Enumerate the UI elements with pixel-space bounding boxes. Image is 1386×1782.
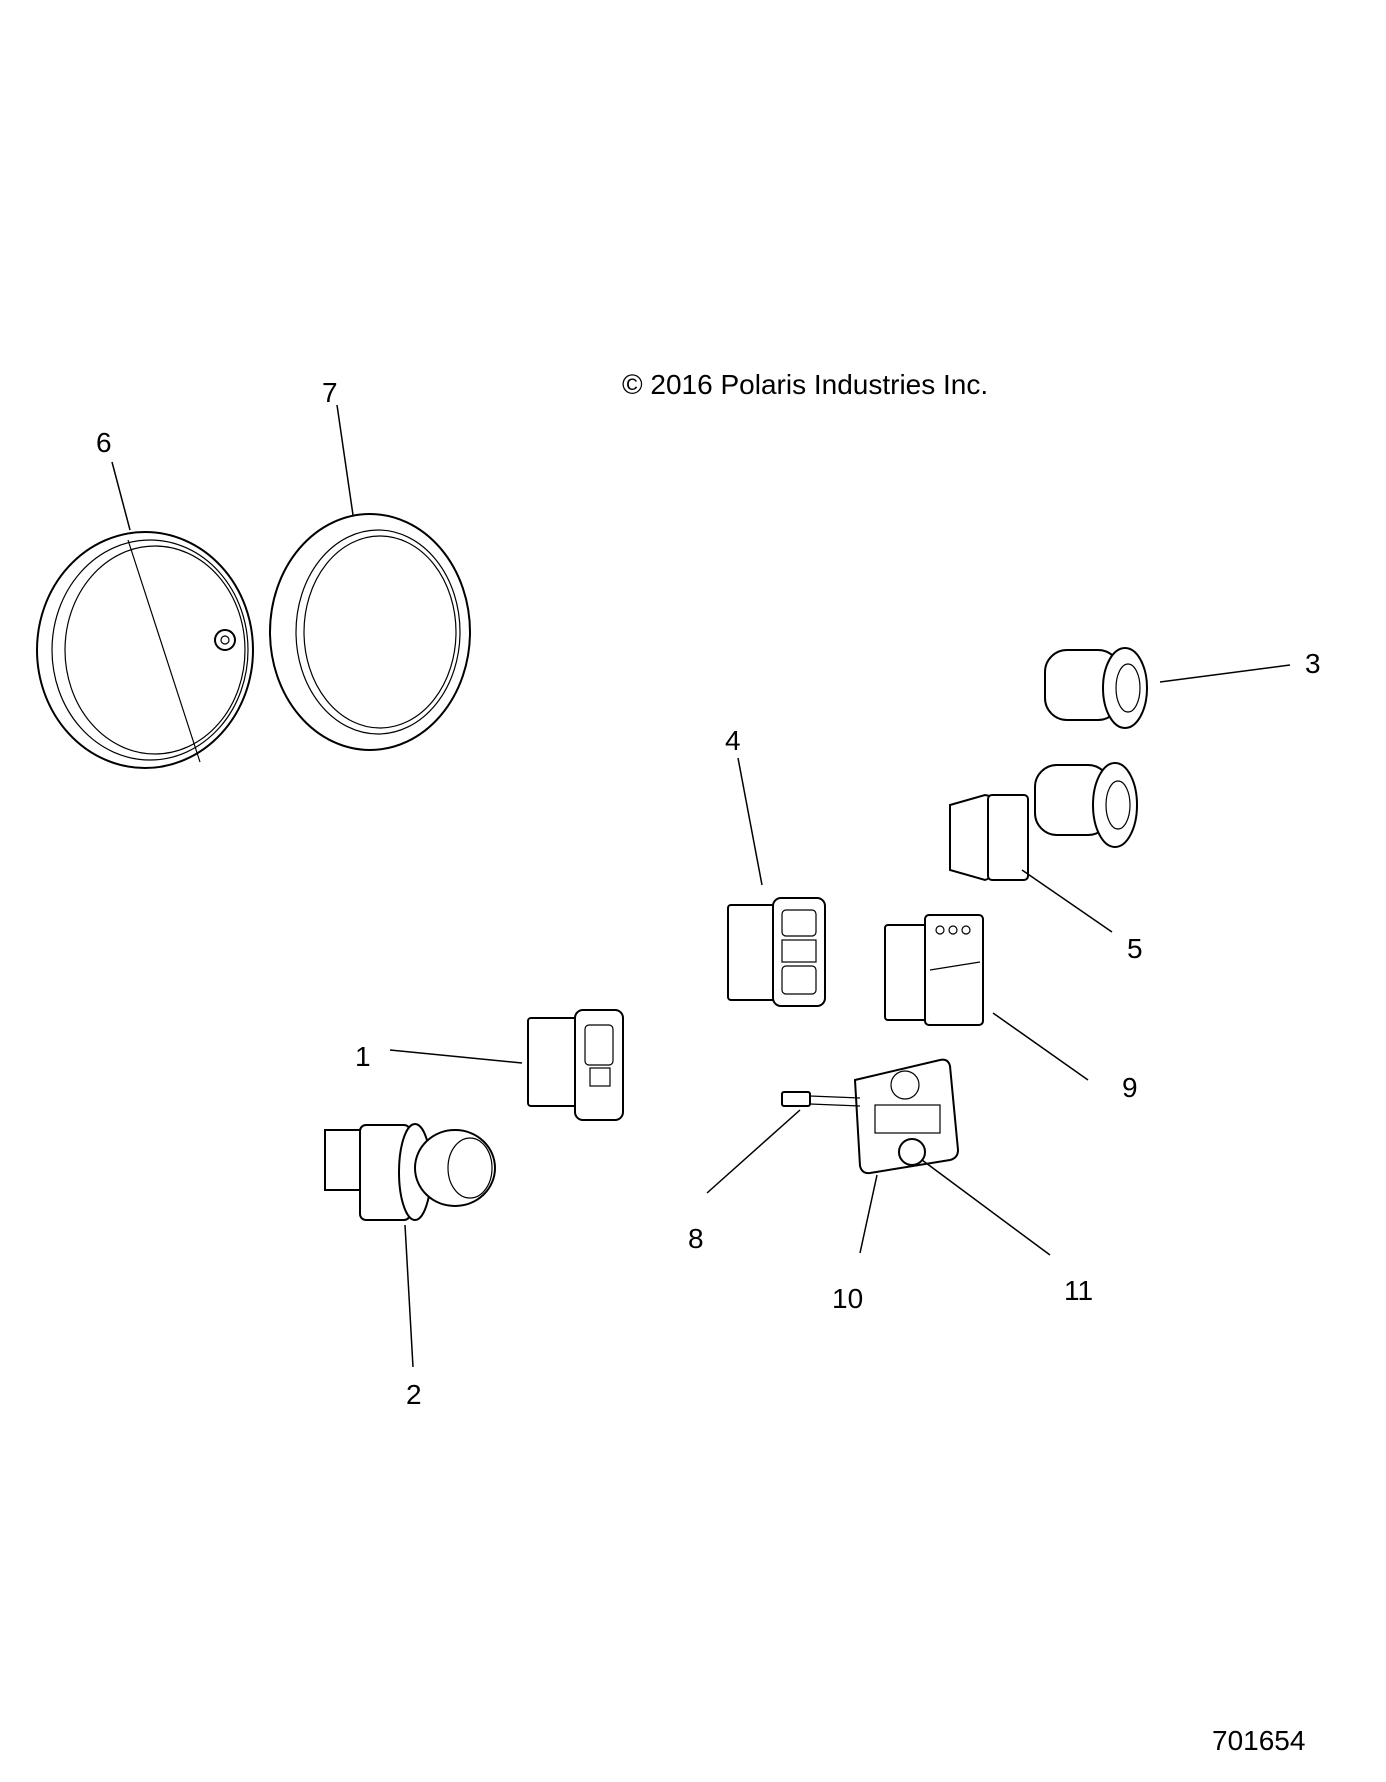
callout-3: 3 (1305, 648, 1321, 679)
callout-8: 8 (688, 1223, 704, 1254)
leader-9 (992, 1012, 1089, 1081)
callout-11: 11 (1064, 1275, 1093, 1306)
part-7-bezel-ring (269, 513, 471, 751)
callout-7: 7 (322, 377, 338, 408)
part-10-switch-plate (781, 1058, 960, 1175)
part-6-gauge-housing (36, 531, 254, 769)
part-9-switch (884, 914, 984, 1026)
callout-6: 6 (96, 427, 112, 458)
part-1-switch (527, 1009, 624, 1121)
part-4-rocker-switch (727, 897, 826, 1007)
leader-3 (1159, 664, 1291, 683)
leader-1 (389, 1049, 523, 1064)
callout-4: 4 (725, 725, 741, 756)
callout-2: 2 (406, 1379, 422, 1410)
leader-7 (336, 404, 354, 516)
part-5-socket-and-plug (949, 762, 1138, 882)
part-3-power-socket (1044, 647, 1148, 729)
callout-1: 1 (355, 1041, 371, 1072)
callout-9: 9 (1122, 1072, 1138, 1103)
drawing-number: 701654 (1212, 1725, 1305, 1756)
leader-4 (737, 757, 763, 886)
leader-8 (706, 1109, 801, 1194)
copyright-text: © 2016 Polaris Industries Inc. (622, 369, 988, 400)
leader-11 (921, 1159, 1051, 1256)
leader-5 (1021, 869, 1113, 933)
leader-10 (859, 1174, 878, 1254)
leader-6 (111, 461, 131, 531)
leader-2 (404, 1224, 414, 1368)
callout-5: 5 (1127, 933, 1143, 964)
callout-10: 10 (832, 1283, 863, 1314)
part-2-key-switch (324, 1123, 496, 1221)
